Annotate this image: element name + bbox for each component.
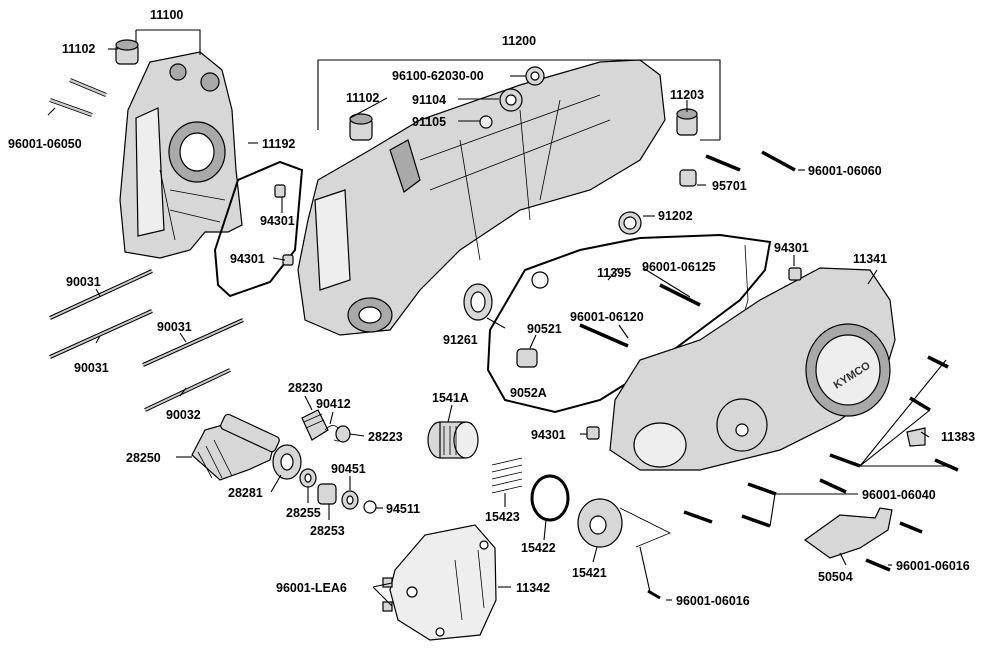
label-15421: 15421 [572,566,607,580]
gasket-hole [531,271,549,289]
stud-bolts [49,269,244,412]
label-9052A: 9052A [510,386,547,400]
label-96001-06125: 96001-06125 [642,260,716,274]
bearing-91104 [499,88,523,112]
label-96001-06016-right: 96001-06016 [896,559,970,573]
label-91104: 91104 [412,93,446,107]
label-11102-right: 11102 [346,91,379,105]
label-91105: 91105 [412,115,446,129]
starter-pinion-1541A [427,421,479,459]
kick-spring-28281 [272,444,302,480]
label-96001-06040: 96001-06040 [862,488,936,502]
fan-cover-11342 [389,524,497,641]
label-90032: 90032 [166,408,201,422]
right-crankcase-half [297,59,666,336]
label-90031-a: 90031 [66,275,101,289]
bracket-15421 [577,498,623,548]
part-labels: 11100 11102 96001-06050 11192 94301 9430… [8,8,975,608]
label-94301-b: 94301 [230,252,265,266]
spring-28223 [335,425,351,443]
label-28230: 28230 [288,381,323,395]
washer-90451 [341,490,359,510]
label-94511: 94511 [386,502,420,516]
label-94301-a: 94301 [260,214,295,228]
bracket-50504 [803,507,893,559]
label-90412: 90412 [316,397,351,411]
label-11192: 11192 [262,137,295,151]
leader-lines [47,29,950,607]
label-96001-06050: 96001-06050 [8,137,82,151]
label-90521: 90521 [527,322,562,336]
transmission-cover-11341: KYMCO [609,267,896,471]
plug-95701 [679,169,697,187]
label-28281: 28281 [228,486,263,500]
label-96100-62030-00: 96100-62030-00 [392,69,484,83]
bolts-96001-06050 [49,78,107,117]
o-ring-15422 [530,474,570,522]
label-90031-b: 90031 [74,361,109,375]
label-95701: 95701 [712,179,747,193]
label-11341: 11341 [853,252,887,266]
bushing-11102-left [115,39,139,65]
label-11102-left: 11102 [62,42,95,56]
label-96001-LEA6: 96001-LEA6 [276,581,347,595]
oil-seal-91202 [618,211,642,235]
label-50504: 50504 [818,570,853,584]
pin-91105 [479,115,493,129]
label-28255: 28255 [286,506,321,520]
label-15423: 15423 [485,510,520,524]
label-94301-c: 94301 [774,241,809,255]
bolts-96001-06120 [579,323,629,348]
label-28223: 28223 [368,430,403,444]
kick-starter-spindle-28250 [191,413,280,481]
label-90031-c: 90031 [157,320,192,334]
label-11383: 11383 [941,430,975,444]
pointer-15421 [619,507,671,548]
label-11200: 11200 [502,34,536,48]
label-96001-06016-lower: 96001-06016 [676,594,750,608]
label-1541A: 1541A [432,391,469,405]
gasket-11395 [486,233,772,414]
label-96001-06060: 96001-06060 [808,164,882,178]
dowel-94301-right [586,267,802,440]
label-91261: 91261 [443,333,478,347]
bolts-96001-06125 [659,283,701,307]
label-90451: 90451 [331,462,366,476]
label-96001-06120: 96001-06120 [570,310,644,324]
left-crankcase-half [119,51,243,259]
bushing-28253 [317,483,337,505]
label-11395: 11395 [597,266,631,280]
spacer-28255 [299,468,317,488]
label-11100: 11100 [150,8,183,22]
bushing-11203 [676,108,698,136]
bolts-96001-06060 [705,150,796,172]
gasket-11192 [213,160,304,298]
kick-gear-28230 [301,409,329,441]
bushing-11102-right [349,113,373,141]
clip-94511 [363,500,377,514]
label-11342: 11342 [516,581,550,595]
oil-seal-96100-62030-00 [525,66,545,86]
label-11203: 11203 [670,88,704,102]
label-28250: 28250 [126,451,161,465]
bolts-96001-06016 [865,521,923,572]
label-28253: 28253 [310,524,345,538]
bolt-96001-06016-lower [647,589,661,600]
spring-15423 [491,457,523,494]
dowel-90521 [516,348,538,368]
oil-seal-91261 [463,283,493,321]
clip-11383 [906,427,926,447]
label-91202: 91202 [658,209,693,223]
label-94301-d: 94301 [531,428,566,442]
label-15422: 15422 [521,541,556,555]
